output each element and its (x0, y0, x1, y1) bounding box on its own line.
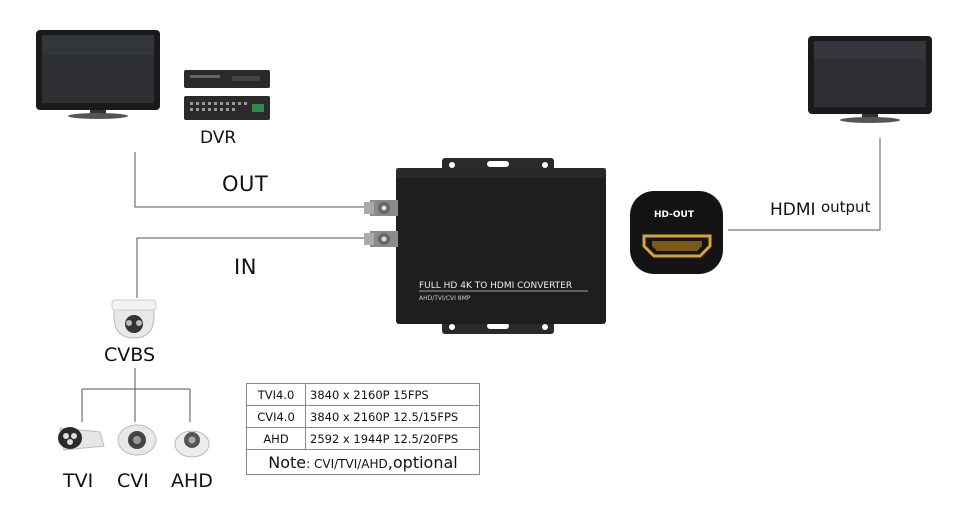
hd-out-label: HD-OUT (654, 210, 695, 220)
out-label: OUT (222, 172, 269, 196)
spec-format: AHD (246, 427, 306, 450)
note-label: Note (268, 452, 307, 472)
cvi-label: CVI (117, 470, 149, 492)
table-row: AHD 2592 x 1944P 12.5/20FPS (246, 427, 480, 450)
ahd-camera-icon (174, 430, 210, 458)
cvi-camera-icon (117, 424, 157, 456)
converter-device (364, 158, 606, 334)
note-tail: ,optional (387, 452, 458, 472)
connector-lines (81, 138, 881, 422)
device-title: FULL HD 4K TO HDMI CONVERTER (419, 281, 573, 291)
spec-value: 2592 x 1944P 12.5/20FPS (305, 427, 480, 450)
table-row: Note: CVI/TVI/AHD,optional (246, 449, 480, 475)
ahd-label: AHD (171, 470, 213, 492)
monitor-right-icon (808, 36, 932, 123)
spec-format: TVI4.0 (246, 383, 306, 406)
table-row: TVI4.0 3840 x 2160P 15FPS (246, 383, 480, 406)
note-sep: : (306, 456, 311, 471)
in-label: IN (234, 255, 257, 279)
tvi-label: TVI (63, 470, 94, 492)
note-cell: Note: CVI/TVI/AHD,optional (246, 449, 480, 475)
hdmi-port-icon (630, 191, 723, 274)
monitor-left-icon (36, 30, 160, 119)
hdmi-output-label: HDMI output (770, 198, 871, 220)
spec-format: CVI4.0 (246, 405, 306, 428)
device-subtitle: AHD/TVI/CVI 8MP (419, 295, 471, 302)
bnc-out-connector (364, 200, 398, 216)
hdmi-output-label-a: HDMI (770, 200, 816, 220)
cvbs-label: CVBS (104, 344, 156, 366)
cvbs-camera-icon (111, 299, 157, 339)
in-line (136, 237, 365, 298)
spec-value: 3840 x 2160P 12.5/15FPS (305, 405, 480, 428)
hdmi-output-label-b: output (820, 198, 871, 216)
dvr-icon (184, 70, 270, 120)
hdmi-line (728, 138, 881, 231)
note-list: CVI/TVI/AHD (314, 456, 388, 471)
bnc-in-connector (364, 231, 398, 247)
dvr-label: DVR (200, 128, 237, 148)
tvi-camera-icon (58, 427, 105, 451)
spec-value: 3840 x 2160P 15FPS (305, 383, 480, 406)
spec-table: TVI4.0 3840 x 2160P 15FPS CVI4.0 3840 x … (246, 383, 480, 475)
table-row: CVI4.0 3840 x 2160P 12.5/15FPS (246, 405, 480, 428)
out-line (134, 152, 365, 208)
